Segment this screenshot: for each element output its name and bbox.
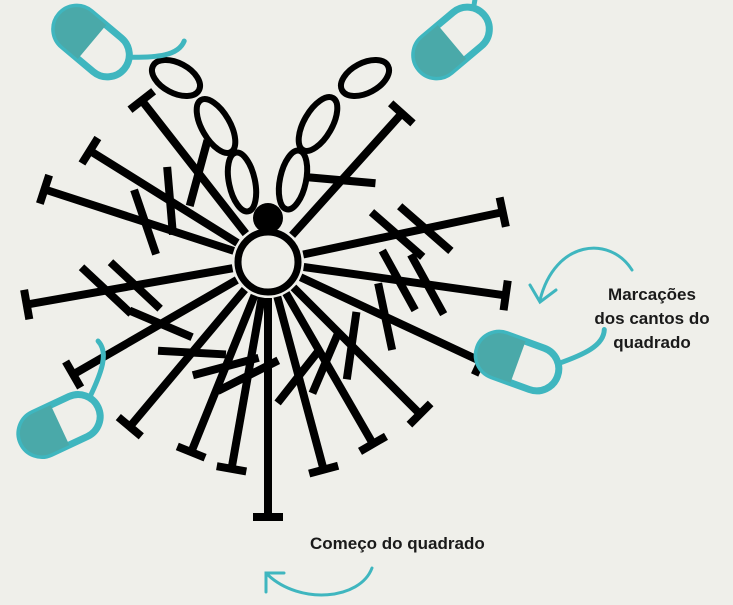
chain-loops — [148, 56, 393, 215]
double-crochet-stitch — [127, 88, 249, 237]
arrow-corner-head — [528, 283, 558, 305]
slip-stitch — [253, 203, 283, 233]
double-crochet-stitch — [115, 287, 248, 440]
double-crochet-stitch — [62, 276, 239, 390]
double-crochet-stitch — [302, 196, 510, 260]
double-crochet-stitch — [273, 295, 340, 478]
corner-markers-line-3: quadrado — [613, 333, 691, 352]
stitch-marker-icon — [51, 3, 187, 81]
corner-markers-line-2: dos cantos do — [594, 309, 710, 328]
stitch-markers — [16, 0, 607, 459]
chain-loop — [295, 94, 341, 154]
start-label: Começo do quadrado — [310, 534, 485, 553]
chain-loop — [148, 56, 204, 100]
corner-markers-line-1: Marcações — [608, 285, 696, 304]
double-crochet-stitch — [289, 100, 416, 238]
chain-loop — [337, 56, 393, 100]
magic-ring — [234, 228, 302, 296]
double-crochet-stitch — [36, 173, 235, 256]
stitch-marker-icon — [411, 0, 493, 81]
stitch-marker-icon — [473, 327, 607, 395]
stitches — [20, 88, 512, 521]
chain-loop — [193, 96, 239, 156]
corner-markers-label: Marcações dos cantos do quadrado — [572, 283, 732, 355]
stitch-marker-icon — [16, 338, 106, 459]
double-crochet-stitch — [78, 135, 240, 247]
double-crochet-stitch — [290, 284, 434, 428]
arrow-start — [266, 566, 374, 597]
arrows — [264, 246, 634, 597]
arrow-start-head — [264, 571, 286, 594]
arrow-corner — [538, 246, 634, 302]
chain-loop — [275, 147, 311, 213]
double-crochet-stitch — [20, 259, 234, 321]
chain-loop — [224, 149, 260, 215]
double-crochet-stitch — [253, 298, 283, 521]
double-crochet-stitch — [303, 248, 512, 317]
double-crochet-stitch — [282, 291, 388, 455]
